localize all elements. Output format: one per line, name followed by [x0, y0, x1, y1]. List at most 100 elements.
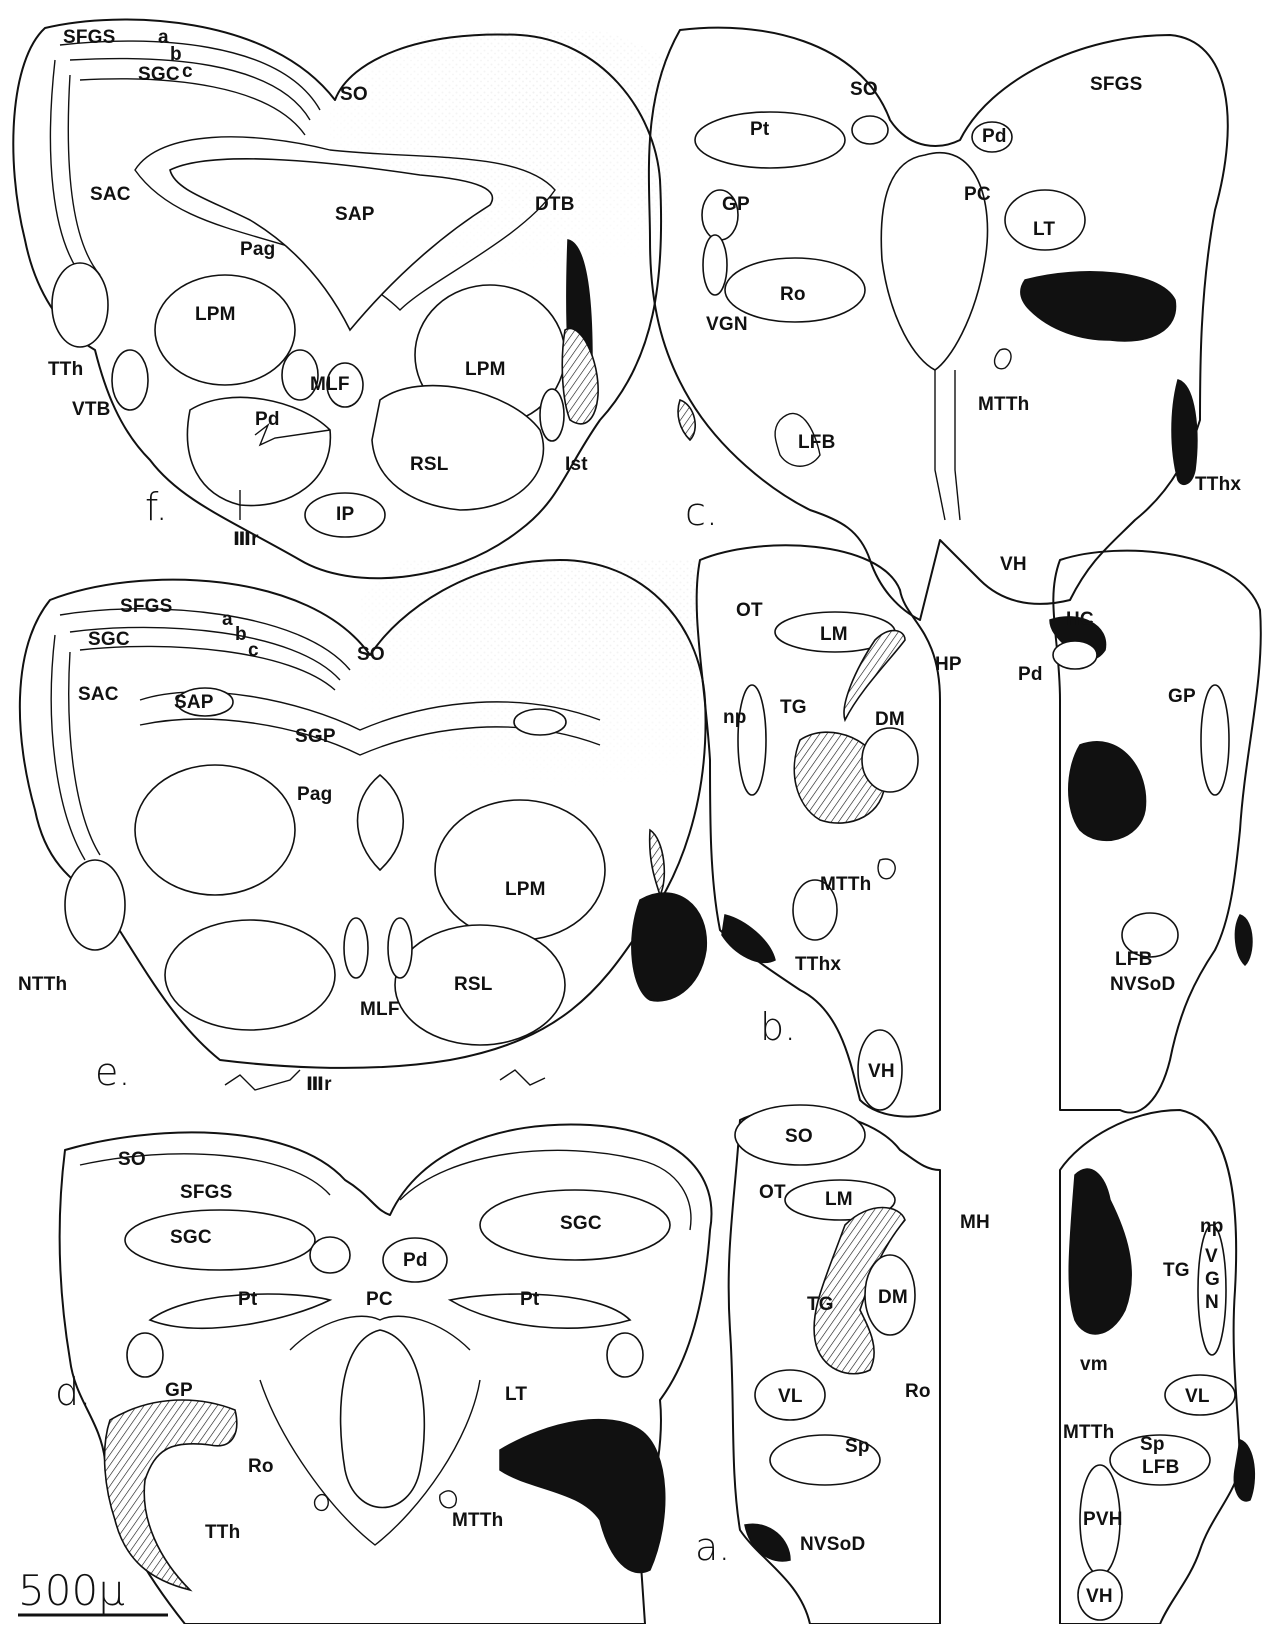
panel-c-label-pt: Pt — [750, 119, 770, 140]
panel-b: OT LM HP HC Pd GP np TG DM MTTh TThx LFB… — [697, 545, 1261, 1116]
panel-f-label-tth: TTh — [48, 359, 83, 380]
panel-b-label-hc: HC — [1066, 609, 1094, 630]
panel-b-label-tg: TG — [780, 697, 807, 718]
panel-d-label-sgc-right: SGC — [560, 1213, 602, 1234]
panel-a-label-tg-left: TG — [807, 1294, 834, 1315]
panel-a-label-vl-left: VL — [778, 1386, 803, 1407]
panel-c-label-lt: LT — [1033, 219, 1055, 240]
panel-b-dm — [862, 728, 918, 792]
panel-e-label-sgc: SGC — [88, 629, 130, 650]
panel-f-label-rsl: RSL — [410, 454, 449, 475]
panel-a-label-n: N — [1205, 1292, 1219, 1313]
panel-b-nvsod — [1235, 915, 1252, 965]
panel-f-fiber-tract — [562, 328, 598, 423]
panel-d-letter: d. — [55, 1370, 91, 1414]
panel-a-label-vm: vm — [1080, 1354, 1108, 1375]
panel-b-tthx — [722, 915, 775, 962]
panel-a-label-pvh: PVH — [1083, 1509, 1123, 1530]
panel-c-label-mtth: MTTh — [978, 394, 1029, 415]
panel-c-dense-tract — [1021, 272, 1176, 341]
panel-d-gp — [127, 1333, 163, 1377]
panel-f-label-ip: IP — [336, 504, 354, 525]
panel-f-letter: f. — [145, 485, 168, 529]
panel-a-label-lm: LM — [825, 1189, 853, 1210]
panel-a-label-np: np — [1200, 1216, 1224, 1237]
panel-c-label-pd: Pd — [982, 126, 1007, 147]
panel-e: SFGS a b c SGC SO SAC SAP SGP Pag LPM NT… — [18, 560, 706, 1095]
panel-e-left-rsl — [165, 920, 335, 1030]
panel-b-mtth — [878, 859, 895, 879]
panel-a-label-v: V — [1205, 1246, 1218, 1267]
panel-a-label-g: G — [1205, 1269, 1220, 1290]
panel-a-nvsod — [745, 1524, 790, 1561]
panel-d: SO SFGS SGC SGC Pd PC Pt Pt GP LT Ro MTT… — [55, 1124, 712, 1624]
panel-f: SFGS a b c SGC SO SAC SAP DTB Pag LPM LP… — [13, 20, 670, 579]
panel-f-vtb — [112, 350, 148, 410]
scale-bar-label: 500μ — [18, 1566, 125, 1615]
panel-d-label-lt: LT — [505, 1384, 527, 1405]
panel-e-sap-right — [514, 709, 566, 735]
panel-b-label-lm: LM — [820, 624, 848, 645]
panel-e-label-c: c — [248, 640, 259, 661]
panel-f-label-lpm-right: LPM — [465, 359, 506, 380]
panel-a-label-vl-right: VL — [1185, 1386, 1210, 1407]
panel-c-label-ro: Ro — [780, 284, 806, 305]
panel-b-label-gp: GP — [1168, 686, 1196, 707]
panel-d-dense-tract — [500, 1420, 665, 1573]
panel-f-ist — [540, 389, 564, 441]
panel-e-label-pag: Pag — [297, 784, 332, 805]
panel-b-label-ot: OT — [736, 600, 763, 621]
panel-b-label-hp: HP — [935, 654, 962, 675]
panel-c-letter: c. — [685, 490, 718, 534]
panel-b-right-tg — [1069, 742, 1146, 841]
panel-b-label-np: np — [723, 707, 747, 728]
panel-e-label-a: a — [222, 609, 233, 630]
panel-b-label-tthx: TThx — [795, 954, 841, 975]
panel-d-label-sfgs: SFGS — [180, 1182, 233, 1203]
panel-e-label-ntth: NTTh — [18, 974, 67, 995]
panel-d-label-ro: Ro — [248, 1456, 274, 1477]
panel-a-right-edge-tract — [1234, 1440, 1254, 1501]
panel-d-label-pt-left: Pt — [238, 1289, 258, 1310]
panel-a: SO OT LM MH TG DM VL Ro Sp NVSoD np TG V… — [695, 1105, 1254, 1624]
panel-e-label-lpm: LPM — [505, 879, 546, 900]
panel-d-gp-right — [607, 1333, 643, 1377]
panel-e-label-rsl: RSL — [454, 974, 493, 995]
panel-f-label-sac: SAC — [90, 184, 131, 205]
panel-f-label-sap: SAP — [335, 204, 375, 225]
panel-a-letter: a. — [695, 1525, 730, 1569]
panel-d-label-pc: PC — [366, 1289, 393, 1310]
panel-d-label-pd: Pd — [403, 1250, 428, 1271]
panel-b-label-mtth: MTTh — [820, 874, 871, 895]
panel-c-label-tthx: TThx — [1195, 474, 1241, 495]
panel-f-label-dtb: DTB — [535, 194, 575, 215]
panel-a-right-tract — [1069, 1169, 1131, 1334]
panel-b-np — [738, 685, 766, 795]
panel-e-label-sac: SAC — [78, 684, 119, 705]
panel-b-label-dm: DM — [875, 709, 905, 730]
panel-e-stipple-zone — [360, 560, 700, 810]
panel-c-label-pc: PC — [964, 184, 991, 205]
panel-b-label-pd: Pd — [1018, 664, 1043, 685]
panel-e-mlf-left — [344, 918, 368, 978]
panel-d-label-pt-right: Pt — [520, 1289, 540, 1310]
panel-f-label-a: a — [158, 27, 169, 48]
panel-f-label-mlf: MLF — [310, 374, 350, 395]
panel-f-label-sfgs: SFGS — [63, 27, 116, 48]
panel-a-label-mtth: MTTh — [1063, 1422, 1114, 1443]
panel-c-label-vh: VH — [1000, 554, 1027, 575]
panel-e-dense-tract — [632, 893, 706, 1001]
panel-e-label-mlf: MLF — [360, 999, 400, 1020]
panel-e-label-iiir: Ⅲr — [306, 1074, 332, 1095]
panel-a-label-dm: DM — [878, 1287, 908, 1308]
panel-e-lpm — [435, 800, 605, 940]
panel-d-ro-tth — [105, 1400, 237, 1590]
panel-b-label-nvsod: NVSoD — [1110, 974, 1175, 995]
panel-d-label-so: SO — [118, 1149, 146, 1170]
panel-a-label-mh: MH — [960, 1212, 990, 1233]
panel-a-label-nvsod: NVSoD — [800, 1534, 865, 1555]
panel-f-label-b: b — [170, 44, 182, 65]
panel-d-label-tth: TTh — [205, 1522, 240, 1543]
panel-c: SO SFGS Pt Pd PC GP LT Ro VGN MTTh LFB T… — [649, 28, 1242, 620]
